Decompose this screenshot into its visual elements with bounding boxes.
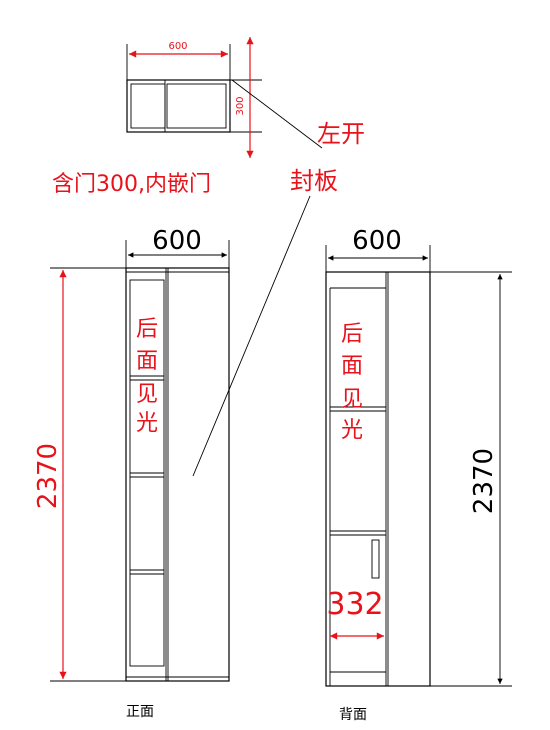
door-width-label: 332 [326,587,383,622]
front-view: 600 2370 后 面 见 光 正面 [33,226,230,720]
door-handle [371,539,380,579]
back-view: 600 2370 后 面 见 光 332 背面 [325,226,512,723]
plan-width-label: 600 [168,41,187,52]
front-light-char: 面 [136,349,158,374]
front-light-char: 见 [136,382,158,407]
back-height-label: 2370 [469,448,499,514]
back-light-char: 后 [341,322,363,347]
seal-board-note: 封板 [290,167,338,195]
front-light-char: 光 [136,411,158,436]
back-caption: 背面 [339,707,367,723]
back-width-label: 600 [352,226,402,256]
front-height-label: 2370 [33,443,63,509]
plan-cabinet-outline [126,79,231,133]
back-light-char: 光 [341,418,363,443]
door-note: 含门300,内嵌门 [52,172,211,197]
back-light-char: 见 [341,387,363,412]
front-cabinet-outline [125,267,230,682]
plan-view: 600 300 [126,36,323,158]
back-cabinet-outline [325,271,431,687]
plan-depth-label: 300 [235,96,246,115]
front-width-label: 600 [152,226,202,256]
front-caption: 正面 [126,704,154,720]
front-light-char: 后 [136,317,158,342]
back-light-char: 面 [341,354,363,379]
seal-board-leader [192,195,311,477]
left-open-leader [231,79,323,149]
left-open-note: 左开 [317,120,365,148]
